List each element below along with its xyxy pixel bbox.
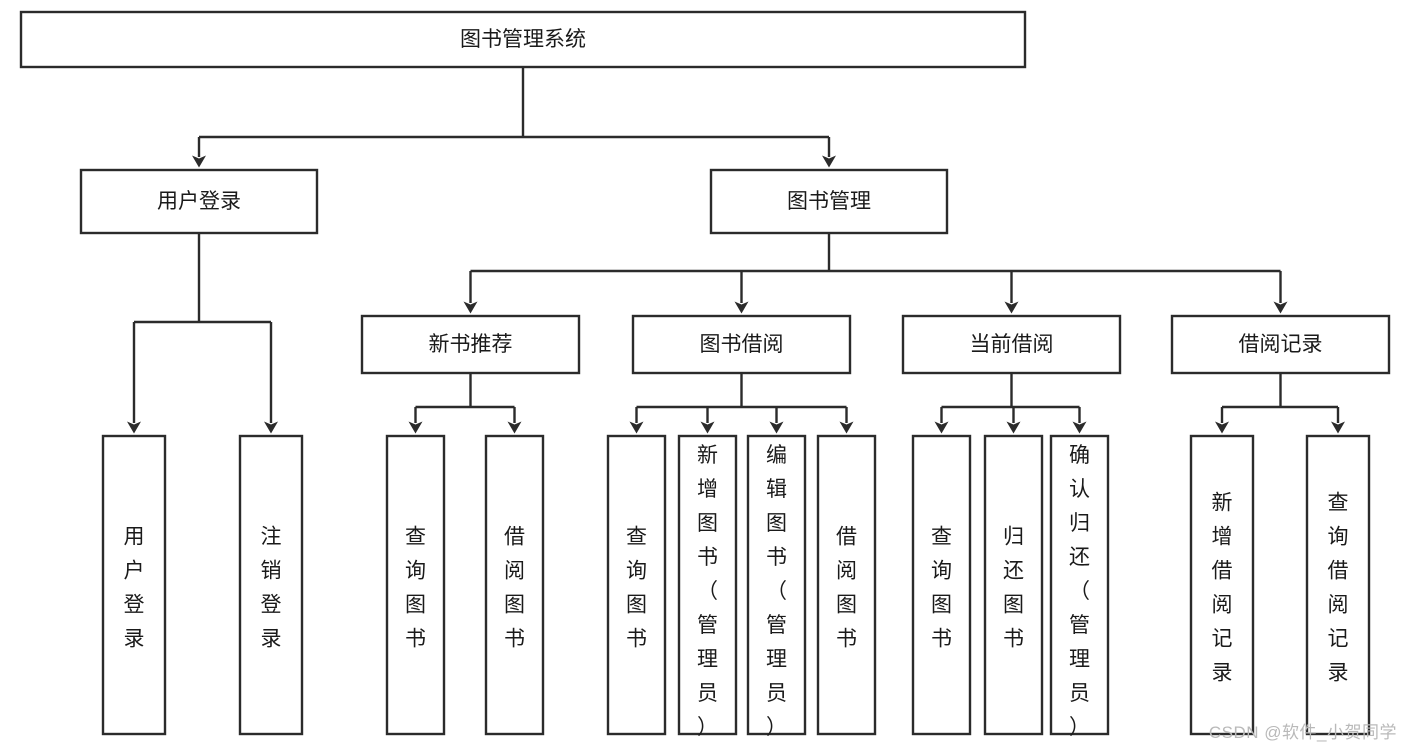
node-l3-1[interactable]: 图书借阅 xyxy=(631,314,852,375)
node-box xyxy=(911,434,972,736)
node-label: 编辑图书（管理员） xyxy=(766,444,787,739)
node-box xyxy=(1305,434,1371,736)
node-label: 注销登录 xyxy=(261,526,282,651)
node-box xyxy=(677,434,738,736)
node-label: 图书管理系统 xyxy=(460,28,586,51)
node-leaf-9[interactable]: 归还图书 xyxy=(983,434,1044,736)
node-box xyxy=(1049,434,1110,736)
node-leaf-3[interactable]: 借阅图书 xyxy=(484,434,545,736)
node-box xyxy=(709,168,949,235)
node-label: 新增借阅记录 xyxy=(1212,492,1233,685)
node-box xyxy=(360,314,581,375)
node-label: 图书管理 xyxy=(787,190,871,213)
node-label: 查询借阅记录 xyxy=(1328,492,1349,685)
node-box xyxy=(1170,314,1391,375)
node-layer: 图书管理系统用户登录图书管理新书推荐图书借阅当前借阅借阅记录用户登录注销登录查询… xyxy=(19,10,1391,739)
node-box xyxy=(79,168,319,235)
node-leaf-0[interactable]: 用户登录 xyxy=(101,434,167,736)
node-label: 查询图书 xyxy=(626,526,647,651)
node-box xyxy=(606,434,667,736)
node-l3-3[interactable]: 借阅记录 xyxy=(1170,314,1391,375)
node-box xyxy=(484,434,545,736)
node-box xyxy=(631,314,852,375)
node-leaf-2[interactable]: 查询图书 xyxy=(385,434,446,736)
node-label: 查询图书 xyxy=(931,526,952,651)
node-leaf-11[interactable]: 新增借阅记录 xyxy=(1189,434,1255,736)
node-box xyxy=(746,434,807,736)
node-box xyxy=(101,434,167,736)
node-l2-1[interactable]: 图书管理 xyxy=(709,168,949,235)
node-box xyxy=(901,314,1122,375)
node-root-system[interactable]: 图书管理系统 xyxy=(19,10,1027,69)
node-label: 图书借阅 xyxy=(700,333,784,356)
node-l2-0[interactable]: 用户登录 xyxy=(79,168,319,235)
node-label: 确认归还（管理员） xyxy=(1069,444,1090,739)
node-label: 用户登录 xyxy=(157,190,241,213)
node-box xyxy=(238,434,304,736)
node-leaf-8[interactable]: 查询图书 xyxy=(911,434,972,736)
node-label: 用户登录 xyxy=(124,526,145,651)
node-label: 借阅图书 xyxy=(836,526,857,651)
node-leaf-1[interactable]: 注销登录 xyxy=(238,434,304,736)
node-label: 新书推荐 xyxy=(429,333,513,356)
node-label: 借阅图书 xyxy=(504,526,525,651)
node-label: 查询图书 xyxy=(405,526,426,651)
node-l3-0[interactable]: 新书推荐 xyxy=(360,314,581,375)
node-label: 借阅记录 xyxy=(1239,333,1323,356)
node-label: 新增图书（管理员） xyxy=(697,444,718,739)
node-leaf-7[interactable]: 借阅图书 xyxy=(816,434,877,736)
node-l3-2[interactable]: 当前借阅 xyxy=(901,314,1122,375)
node-leaf-6[interactable]: 编辑图书（管理员） xyxy=(746,434,807,739)
node-label: 当前借阅 xyxy=(970,333,1054,356)
node-label: 归还图书 xyxy=(1003,526,1024,651)
node-box xyxy=(983,434,1044,736)
node-box xyxy=(19,10,1027,69)
node-box xyxy=(816,434,877,736)
node-leaf-5[interactable]: 新增图书（管理员） xyxy=(677,434,738,739)
node-leaf-4[interactable]: 查询图书 xyxy=(606,434,667,736)
connector-layer xyxy=(127,67,1345,434)
node-box xyxy=(1189,434,1255,736)
node-leaf-12[interactable]: 查询借阅记录 xyxy=(1305,434,1371,736)
node-leaf-10[interactable]: 确认归还（管理员） xyxy=(1049,434,1110,739)
node-box xyxy=(385,434,446,736)
